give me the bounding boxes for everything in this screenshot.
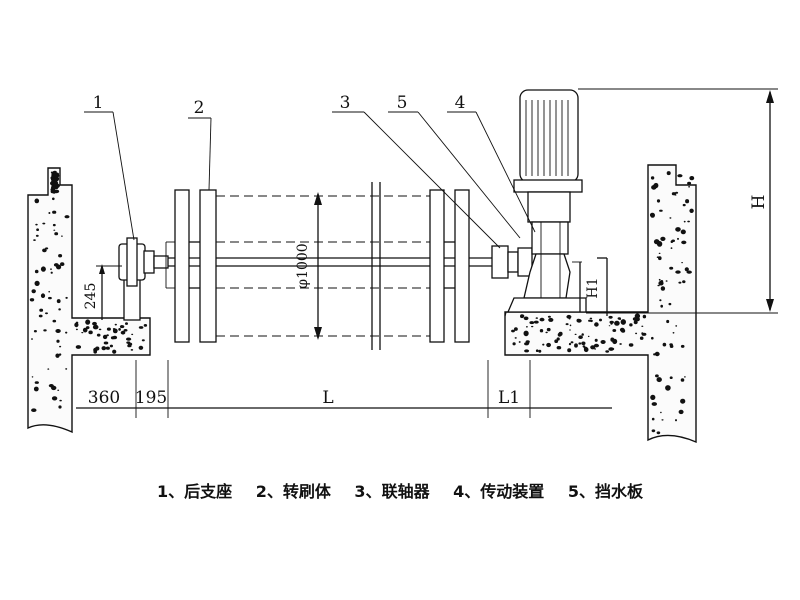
drive-unit <box>504 89 587 317</box>
dim-H1-label: H1 <box>585 277 601 298</box>
dim-L-label: L <box>322 388 333 408</box>
dim-195-label: 195 <box>135 388 167 408</box>
dim-diameter <box>314 192 322 340</box>
right-concrete-structure <box>504 164 697 444</box>
dim-L1-label: L1 <box>498 388 520 408</box>
dim-360-label: 360 <box>88 388 120 408</box>
callout-1: 1 <box>93 93 104 113</box>
brush-body <box>165 182 470 350</box>
coupling <box>491 245 533 279</box>
callout-2: 2 <box>194 98 205 118</box>
legend: 1、后支座 2、转刷体 3、联轴器 4、传动装置 5、挡水板 <box>0 478 800 508</box>
legend-item-1: 1、后支座 <box>156 482 233 501</box>
splash-board <box>597 257 608 316</box>
dim-H <box>578 88 778 314</box>
dim-bottom <box>76 360 612 418</box>
dim-diameter-label: φ1000 <box>295 243 311 288</box>
dim-H-label: H <box>749 195 769 210</box>
rear-support <box>118 237 169 321</box>
left-concrete-wall <box>27 167 151 434</box>
dim-H1 <box>572 261 582 312</box>
legend-item-4: 4、传动装置 <box>453 482 545 501</box>
legend-item-5: 5、挡水板 <box>567 482 644 501</box>
dim-245 <box>96 264 122 320</box>
callout-leaders <box>84 111 536 249</box>
legend-item-2: 2、转刷体 <box>255 482 331 501</box>
dim-245-label: 245 <box>83 283 99 310</box>
callout-3: 3 <box>340 93 351 113</box>
callout-4: 4 <box>455 93 466 113</box>
callout-5: 5 <box>397 93 408 113</box>
legend-item-3: 3、联轴器 <box>354 482 430 501</box>
